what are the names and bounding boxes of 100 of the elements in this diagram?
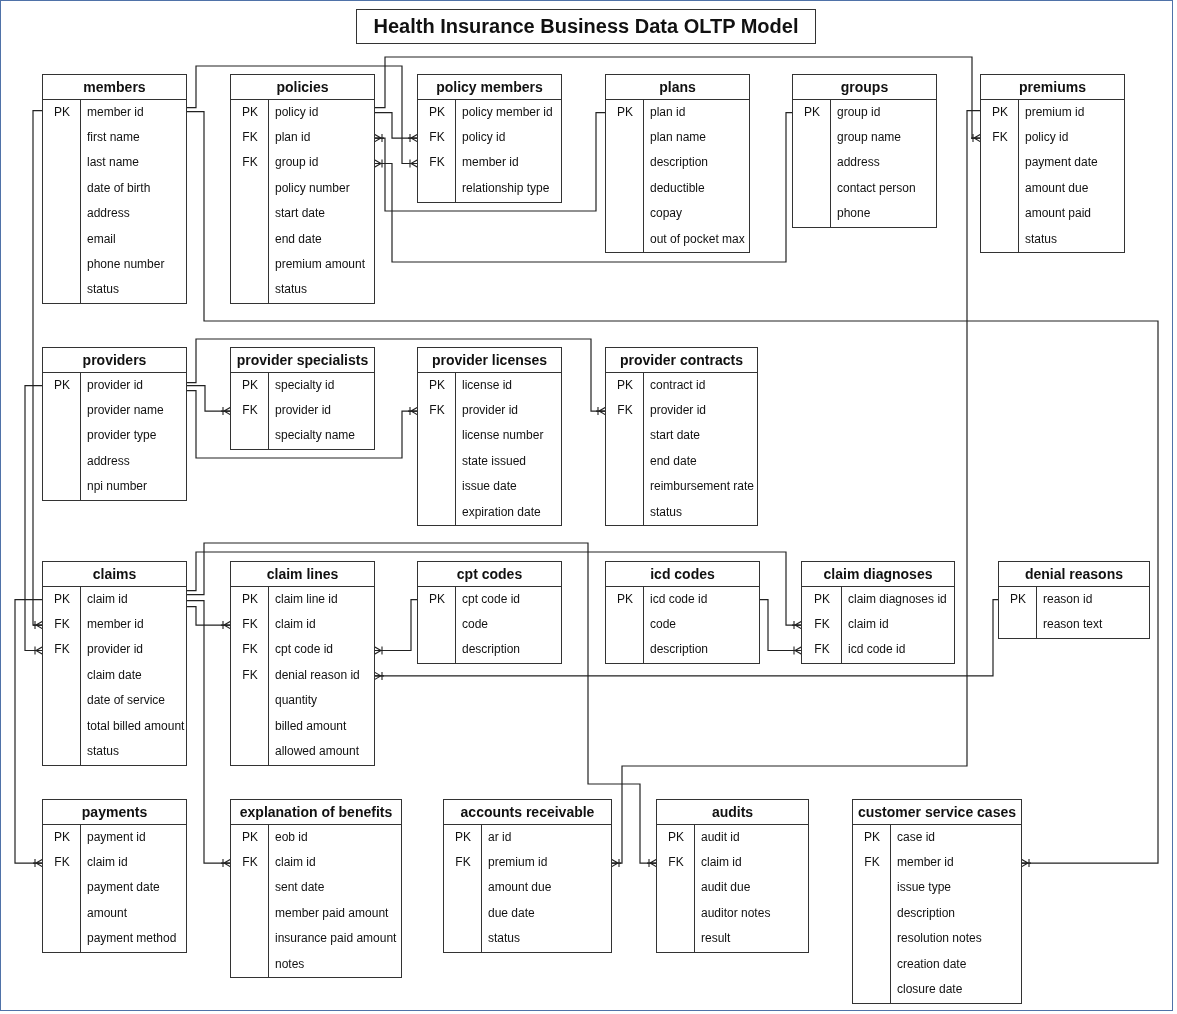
column-name: audit id [701,830,740,845]
relationship-line [185,542,658,868]
column-name: claim id [87,592,128,607]
column-name: icd code id [650,592,708,607]
relationship-line [373,599,419,656]
column-name: premium id [488,856,548,870]
entity-table [230,74,375,305]
column-name: relationship type [462,182,550,196]
column-name: email [87,232,116,247]
key-label: PK [804,105,820,120]
entity-table [42,74,187,305]
column-name: provider id [87,378,144,393]
column-name: payment method [87,932,177,947]
key-label: FK [992,131,1008,145]
entity-table [230,347,375,451]
entity-table [417,74,562,203]
key-label: PK [668,830,684,845]
column-name: sent date [275,881,325,896]
column-name: provider type [87,429,157,444]
key-label: FK [242,618,258,632]
column-name: date of service [87,694,166,709]
column-name: provider id [275,404,332,418]
relationship-line [185,111,1159,868]
key-label: PK [429,378,445,393]
relationship-line [373,112,607,212]
key-label: FK [242,131,258,145]
column-name: group id [275,156,319,171]
key-label: FK [617,404,633,418]
column-name: amount [87,907,128,921]
column-name: code [650,618,677,632]
column-name: address [837,156,880,171]
entity-table [230,799,402,979]
column-name: issue type [897,881,952,896]
column-name: billed amount [275,719,347,734]
relationship-line [185,600,232,868]
entity-table [417,561,562,665]
column-name: description [462,643,521,658]
entity-table [605,561,760,665]
column-name: policy id [275,105,319,120]
entity-table [417,347,562,527]
column-name: ar id [488,830,512,845]
key-label: PK [242,830,258,845]
entity-table [42,561,187,766]
column-name: provider id [462,404,519,418]
column-name: first name [87,131,140,145]
column-name: claim id [275,618,316,632]
key-label: FK [814,643,830,658]
column-name: audit due [701,881,751,896]
column-name: date of birth [87,182,151,196]
column-name: specialty name [275,429,356,444]
column-name: group id [837,105,881,120]
column-name: status [488,932,520,947]
relationship-line [373,56,982,143]
key-label: FK [242,643,258,658]
column-name: provider id [650,404,707,418]
column-name: claim id [701,856,742,870]
entity-table [792,74,937,228]
key-label: PK [429,592,445,607]
column-name: last name [87,156,140,171]
column-name: claim date [87,669,142,683]
column-name: closure date [897,983,963,997]
key-label: FK [242,856,258,870]
column-name: claim diagnoses id [848,592,947,607]
entity-table [980,74,1125,254]
column-name: plan name [650,131,707,145]
key-label: FK [242,156,258,171]
column-name: resolution notes [897,932,982,947]
key-label: PK [54,105,70,120]
key-label: PK [1010,592,1026,607]
key-label: PK [242,592,258,607]
relationship-line [373,112,794,263]
column-name: plan id [650,105,686,120]
column-name: member paid amount [275,907,389,921]
column-name: due date [488,907,535,921]
column-name: plan id [275,131,311,145]
key-label: FK [54,643,70,658]
column-name: cpt code id [462,592,521,607]
column-name: code [462,618,489,632]
column-name: group name [837,131,902,145]
column-name: amount due [488,881,552,896]
key-label: PK [242,378,258,393]
column-name: creation date [897,957,967,972]
column-name: policy id [462,131,506,145]
column-name: claim id [87,856,128,870]
key-label: FK [242,404,258,418]
column-name: description [650,643,709,658]
relationship-line [373,599,1000,681]
diagram-title: Health Insurance Business Data OLTP Model [356,9,816,44]
column-name: provider name [87,404,164,418]
key-label: FK [668,856,684,870]
column-name: status [275,283,307,298]
key-label: PK [814,592,830,607]
column-name: expiration date [462,505,541,520]
column-name: description [650,156,709,171]
column-name: policy id [1025,131,1069,145]
column-name: contract id [650,378,706,393]
column-name: cpt code id [275,643,334,658]
column-name: address [87,207,130,222]
key-label: PK [54,378,70,393]
entity-table [656,799,809,953]
